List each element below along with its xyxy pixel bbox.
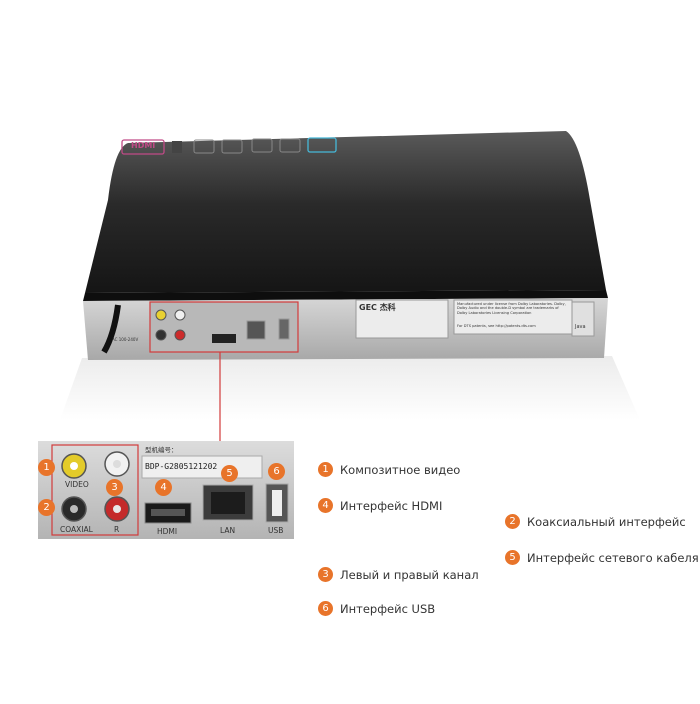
legend-coaxial: 2 Коаксиальный интерфейс bbox=[505, 514, 686, 529]
spec-sticker bbox=[453, 299, 573, 335]
port-area bbox=[149, 301, 299, 353]
legend-number: 1 bbox=[318, 462, 333, 477]
hdmi-logo: HDMI bbox=[131, 141, 156, 150]
brand-label: GEC 杰科 bbox=[359, 303, 396, 312]
legend-hdmi: 4 Интерфейс HDMI bbox=[318, 498, 442, 513]
legend-number: 2 bbox=[505, 514, 520, 529]
legend-label: Левый и правый канал bbox=[340, 567, 479, 582]
reflection bbox=[60, 356, 640, 420]
voltage-label: AC 100-240V bbox=[112, 337, 139, 342]
badge-audio: 3 bbox=[106, 479, 123, 496]
badge-usb: 6 bbox=[268, 463, 285, 480]
badge-coaxial: 2 bbox=[38, 499, 55, 516]
power-cord bbox=[101, 304, 121, 354]
coaxial-label: COAXIAL bbox=[60, 525, 93, 534]
front-strip bbox=[121, 137, 337, 155]
lan-label: LAN bbox=[220, 526, 236, 535]
brand-sticker bbox=[355, 299, 449, 339]
legend-number: 5 bbox=[505, 550, 520, 565]
dts-text: For DTS patents, see http://patents.dts.… bbox=[457, 324, 536, 328]
legend-number: 3 bbox=[318, 567, 333, 582]
java-label: Java bbox=[575, 324, 586, 330]
legend-label: Интерфейс USB bbox=[340, 601, 436, 616]
legend-network-cable: 5 Интерфейс сетевого кабеля bbox=[505, 550, 699, 565]
model-label: 型机编号： bbox=[145, 446, 178, 454]
serial-number: BDP-G2805121202 bbox=[145, 462, 218, 471]
spec-text: Manufactured under license from Dolby La… bbox=[457, 302, 566, 315]
legend-label: Композитное видео bbox=[340, 462, 461, 477]
badge-lan: 5 bbox=[221, 465, 238, 482]
zoom-port-frame bbox=[51, 444, 139, 536]
legend-number: 6 bbox=[318, 601, 333, 616]
badge-video: 1 bbox=[38, 459, 55, 476]
legend-number: 4 bbox=[318, 498, 333, 513]
legend-usb: 6 Интерфейс USB bbox=[318, 601, 435, 616]
r-label: R bbox=[114, 525, 120, 534]
legend-left-right-channel: 3 Левый и правый канал bbox=[318, 567, 479, 582]
badge-hdmi: 4 bbox=[155, 479, 172, 496]
device-rim bbox=[83, 290, 608, 301]
legend-label: Интерфейс сетевого кабеля bbox=[527, 550, 699, 565]
legend-composite-video: 1 Композитное видео bbox=[318, 462, 460, 477]
video-label: VIDEO bbox=[65, 480, 89, 489]
hdmi-label: HDMI bbox=[157, 527, 178, 536]
usb-label: USB bbox=[268, 526, 284, 535]
legend-label: Коаксиальный интерфейс bbox=[527, 514, 686, 529]
legend-label: Интерфейс HDMI bbox=[340, 498, 443, 513]
device-top-surface bbox=[85, 131, 606, 293]
